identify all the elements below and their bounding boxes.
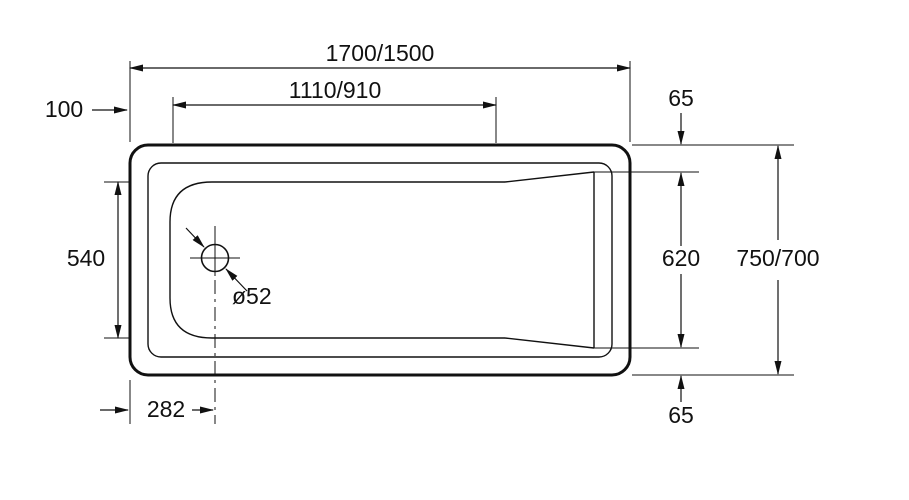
top-rim-width-label: 65 [668, 85, 694, 111]
tub-basin-outline [169, 181, 505, 339]
tub-outer-edge [128, 143, 632, 377]
dim-overall-length: 1700/1500 [129, 40, 631, 142]
drain: ø52 [185, 226, 272, 424]
overall-width-label: 750/700 [736, 245, 819, 271]
drain-diameter-label: ø52 [232, 283, 272, 309]
left-edge-offset-label: 100 [45, 96, 83, 122]
dim-basin-length: 1110/910 [172, 77, 497, 143]
right-inner-width-label: 620 [662, 245, 700, 271]
drain-diameter-leader-upper [185, 227, 205, 248]
dim-right-inner-width: 620 [662, 172, 700, 348]
basin-slope-bottom-line [504, 337, 595, 349]
basin-length-label: 1110/910 [289, 77, 382, 103]
dim-left-inner-width: 540 [67, 181, 130, 339]
dim-bottom-rim-width: 65 [668, 375, 694, 428]
dim-overall-width: 750/700 [736, 145, 820, 375]
dim-top-rim-width: 65 [668, 85, 694, 145]
left-inner-width-label: 540 [67, 245, 105, 271]
drain-diameter-leader-lower [225, 268, 248, 292]
dim-left-edge-offset: 100 [45, 96, 128, 122]
tub-rim-inner-edge [147, 162, 613, 358]
basin-slope-top-line [504, 171, 595, 183]
dim-drain-offset: 282 [100, 380, 214, 424]
bottom-rim-width-label: 65 [668, 402, 694, 428]
drain-offset-label: 282 [147, 396, 185, 422]
tub-body [128, 143, 632, 377]
overall-length-label: 1700/1500 [326, 40, 435, 66]
